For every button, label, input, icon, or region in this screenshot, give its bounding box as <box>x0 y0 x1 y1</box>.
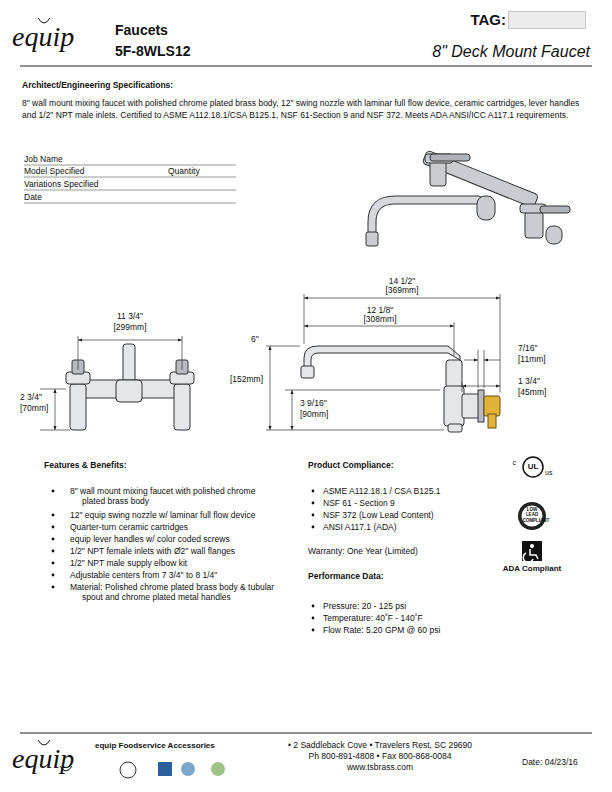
form-field: Quantity <box>168 166 200 176</box>
performance-item: Flow Rate: 5.20 GPM @ 60 psi <box>323 625 440 635</box>
tag-box: TAG: <box>508 11 586 29</box>
warranty-text: Warranty: One Year (Limited) <box>308 546 418 556</box>
dimension: 1 3/4" <box>518 376 540 386</box>
web-address: www.tsbrass.com <box>347 762 413 772</box>
dimension: 2 3/4" <box>20 392 42 402</box>
section-heading: Architect/Engineering Specifications: <box>22 80 173 90</box>
logo-text: us <box>545 469 552 477</box>
compliance-item: ANSI A117.1 (ADA) <box>323 522 397 532</box>
badge-label: ADA Compliant <box>503 564 561 574</box>
compliance-item: NSF 372 (Low Lead Content) <box>323 510 434 520</box>
logo-text: UL <box>528 462 539 472</box>
dimension: [70mm] <box>20 403 48 413</box>
dimension: [152mm] <box>230 374 263 384</box>
form-field: Date <box>24 192 42 202</box>
feature-item: 1/2" NPT female inlets with Ø2" wall fla… <box>70 546 235 556</box>
product-name: 8" Deck Mount Faucet <box>432 42 590 61</box>
logo: equip <box>12 20 74 54</box>
performance-item: Pressure: 20 - 125 psi <box>323 601 406 611</box>
feature-item: 8" wall mount mixing faucet with polishe… <box>70 486 277 506</box>
section-heading: Features & Benefits: <box>44 460 127 470</box>
dimension: 11 3/4" <box>117 311 143 321</box>
feature-item: Material: Polished chrome plated brass b… <box>70 582 282 602</box>
date-text: Date: 04/23/16 <box>522 757 578 767</box>
dimension: 14 1/2" <box>389 276 416 286</box>
title: Faucets <box>115 22 168 39</box>
feature-item: Quarter-turn ceramic cartridges <box>70 522 188 532</box>
model-number: 5F-8WLS12 <box>115 43 190 60</box>
dimension: [11mm] <box>518 354 546 364</box>
dimension: [90mm] <box>300 409 328 419</box>
dimension: [369mm] <box>385 285 418 295</box>
tag-label: TAG: <box>470 11 506 28</box>
address: • 2 Saddleback Cove • Travelers Rest, SC… <box>288 740 472 750</box>
feature-item: Adjustable centers from 7 3/4" to 8 1/4" <box>70 570 217 580</box>
feature-item: 12" equip swing nozzle w/ laminar full f… <box>70 510 255 520</box>
logo-text: c <box>513 459 517 467</box>
address: Ph 800-891-4808 • Fax 800-868-0084 <box>309 751 452 761</box>
dimension: [299mm] <box>113 322 146 332</box>
performance-item: Temperature: 40˚F - 140˚F <box>323 613 423 623</box>
spec-text: 8" wall mount mixing faucet with polishe… <box>22 97 592 122</box>
section-heading: Performance Data: <box>308 571 384 581</box>
dimension: 7/16" <box>518 343 538 353</box>
form-field: Model Specified <box>24 166 84 176</box>
dimension: 6" <box>251 334 259 344</box>
section-heading: Product Compliance: <box>308 460 393 470</box>
form-field: Job Name <box>24 154 63 164</box>
dimension: 12 1/8" <box>367 305 394 315</box>
company-name: equip Foodservice Accessories <box>95 741 215 751</box>
logo-text: LOW LEAD COMPLIANT <box>523 507 542 523</box>
dimension: 3 9/16" <box>300 398 327 408</box>
logo: equip <box>12 742 74 776</box>
compliance-item: NSF 61 - Section 9 <box>323 498 395 508</box>
compliance-item: ASME A112.18.1 / CSA B125.1 <box>323 486 441 496</box>
feature-item: 1/2" NPT male supply elbow kit <box>70 558 187 568</box>
dimension: [45mm] <box>518 387 546 397</box>
feature-item: equip lever handles w/ color coded screw… <box>70 534 230 544</box>
form-field: Variations Specified <box>24 179 99 189</box>
dimension: [308mm] <box>363 314 396 324</box>
